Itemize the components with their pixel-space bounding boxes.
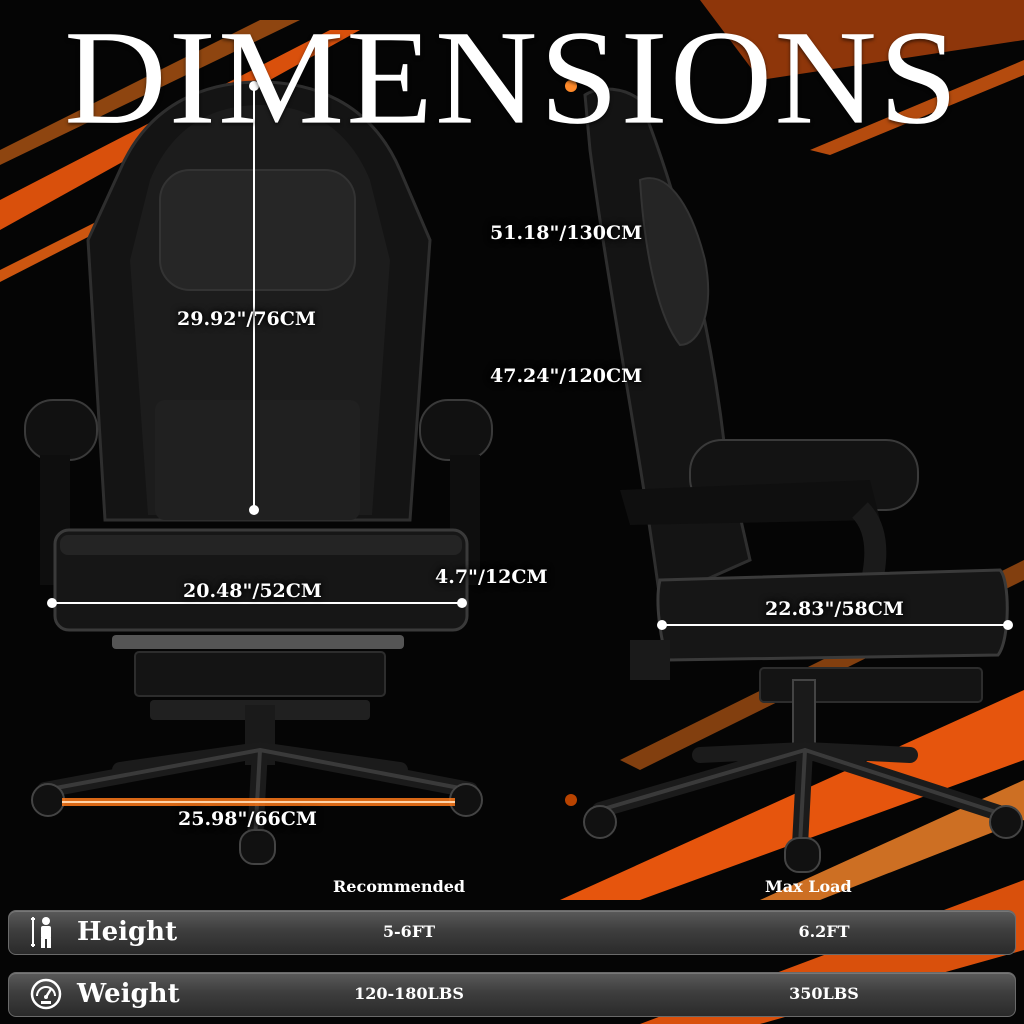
scale-gauge-icon: [30, 978, 62, 1010]
spec-recommended-height: 5-6FT: [382, 922, 436, 941]
spec-max-weight: 350LBS: [789, 984, 859, 1003]
spec-max-height: 6.2FT: [798, 922, 850, 941]
max-load-column-header: Max Load: [765, 877, 852, 896]
front-measure-lines: [47, 81, 483, 806]
back-height-label: 29.92"/76CM: [177, 308, 316, 330]
spec-row-height: Height 5-6FT 6.2FT: [8, 910, 1016, 955]
seat-thickness-label: 4.7"/12CM: [435, 566, 548, 588]
spec-recommended-weight: 120-180LBS: [354, 984, 464, 1003]
orange-light-streak: [810, 60, 1024, 155]
base-width-label: 25.98"/66CM: [178, 808, 317, 830]
side-measure-lines: [657, 620, 1013, 630]
chair-side-view: [583, 87, 1023, 873]
spec-label-height: Height: [77, 917, 178, 947]
total-height-min-label: 47.24"/120CM: [490, 365, 643, 387]
recommended-column-header: Recommended: [333, 877, 466, 896]
person-icon: [31, 917, 51, 948]
chair-front-view: [24, 80, 493, 865]
orange-light-streak: [700, 0, 1024, 80]
seat-width-label: 20.48"/52CM: [183, 580, 322, 602]
seat-depth-label: 22.83"/58CM: [765, 598, 904, 620]
orange-light-streak: [0, 20, 300, 165]
page-title: DIMENSIONS: [64, 1, 960, 153]
orange-light-streak: [560, 690, 1024, 900]
spec-row-weight: Weight 120-180LBS 350LBS: [8, 972, 1016, 1017]
total-height-max-label: 51.18"/130CM: [490, 222, 643, 244]
total-height-bar: [565, 80, 577, 806]
orange-light-streak: [760, 780, 1024, 900]
spec-label-weight: Weight: [77, 979, 180, 1009]
